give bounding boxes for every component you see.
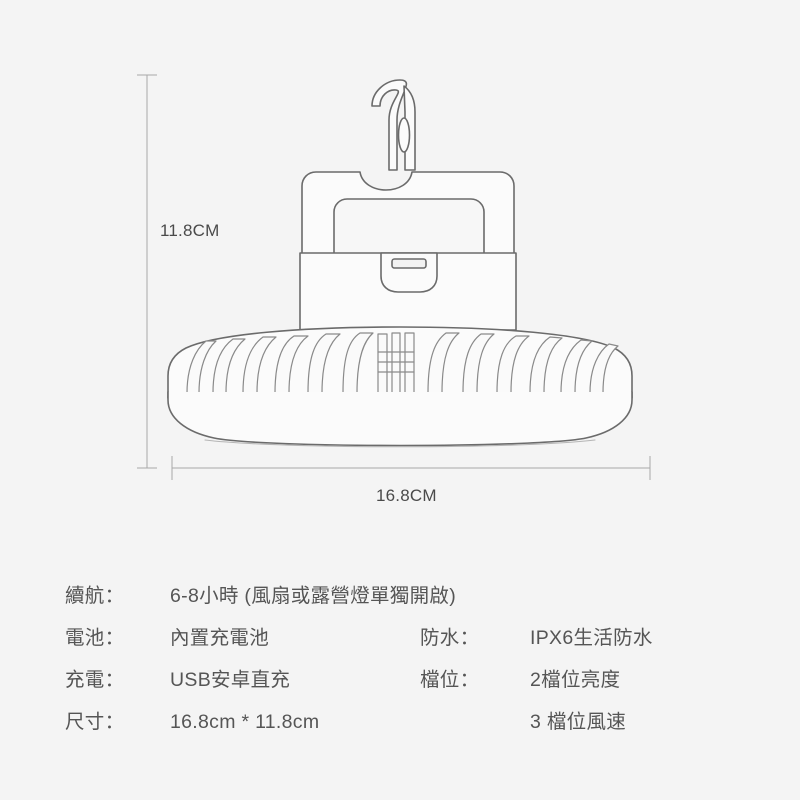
- hook-slot-icon: [397, 117, 411, 153]
- product-line-drawing: [137, 74, 651, 480]
- spec-value-charging: USB安卓直充: [170, 669, 291, 691]
- spec-label-gear-modes: 檔位：: [420, 669, 480, 691]
- spec-label-battery-life: 續航：: [65, 585, 125, 607]
- spec-value-fan-speed-levels: 3 檔位風速: [530, 711, 627, 733]
- usb-port-slot: [391, 258, 427, 269]
- width-dimension-label: 16.8CM: [376, 486, 437, 505]
- fan-vent-ribs: [186, 332, 619, 394]
- spec-row: 電池： 內置充電池 防水： IPX6生活防水: [0, 617, 800, 659]
- spec-row: 續航： 6-8小時 (風扇或露營燈單獨開啟): [0, 575, 800, 617]
- spec-label-charging: 充電：: [65, 669, 125, 691]
- product-outline: [167, 79, 633, 448]
- spec-row: 充電： USB安卓直充 檔位： 2檔位亮度: [0, 659, 800, 701]
- lamp-diffuser-highlight: [204, 439, 596, 448]
- spec-value-battery: 內置充電池: [170, 627, 270, 649]
- spec-value-waterproof: IPX6生活防水: [530, 627, 653, 649]
- spec-row: 尺寸： 16.8cm * 11.8cm 3 檔位風速: [0, 701, 800, 743]
- dimension-guides: [137, 74, 651, 480]
- product-diagram: 11.8CM 16.8CM: [137, 74, 651, 505]
- spec-value-brightness-levels: 2檔位亮度: [530, 669, 621, 691]
- spec-value-size: 16.8cm * 11.8cm: [170, 711, 320, 733]
- spec-label-size: 尺寸：: [65, 711, 125, 733]
- height-dimension-label: 11.8CM: [160, 221, 220, 240]
- lamp-diffuser-outline: [167, 391, 633, 447]
- spec-label-battery: 電池：: [65, 627, 125, 649]
- specifications-table: 續航： 6-8小時 (風扇或露營燈單獨開啟) 電池： 內置充電池 防水： IPX…: [0, 575, 800, 800]
- spec-label-waterproof: 防水：: [420, 627, 480, 649]
- spec-value-battery-life: 6-8小時 (風扇或露營燈單獨開啟): [170, 585, 456, 607]
